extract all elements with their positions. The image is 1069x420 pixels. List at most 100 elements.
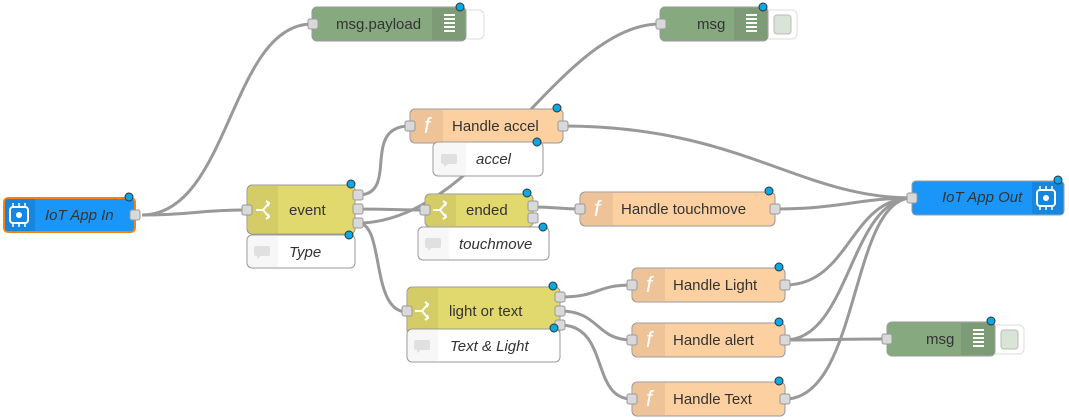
function-icon: f [646,272,655,297]
iot-app-out-node[interactable]: IoT App Out [906,175,1065,216]
changed-indicator [774,262,784,272]
wire-iotin-payload[interactable] [141,22,313,217]
input-port[interactable] [574,203,586,215]
output-port-2[interactable] [554,305,566,317]
function-icon: f [646,386,655,411]
debug-node-msg-top[interactable]: msg [655,2,798,42]
iot-in-label: IoT App In [45,207,114,224]
changed-indicator [522,188,532,198]
debug-node-label: msg.payload [336,16,421,33]
comment-icon [425,238,441,251]
input-port[interactable] [626,393,638,405]
comment-node-touchmove[interactable]: touchmove [417,222,550,261]
changed-indicator [532,137,542,147]
wire-alert-msg[interactable] [784,337,888,342]
output-port-2[interactable] [527,212,539,224]
switch-icon [415,301,430,321]
function-node-light[interactable]: f Handle Light [626,262,791,303]
output-port[interactable] [779,279,791,291]
output-port[interactable] [557,120,569,132]
input-port[interactable] [241,204,253,216]
changed-indicator [455,2,465,12]
output-port-1[interactable] [527,200,539,212]
wire-accel-out[interactable] [562,124,913,200]
wire-light-hl[interactable] [559,283,633,299]
input-port[interactable] [307,18,319,30]
input-port[interactable] [401,305,413,317]
chip-icon [1036,186,1056,210]
switch-node-label: ended [466,202,508,219]
debug-toggle-button[interactable] [1000,329,1019,350]
wire-text-text[interactable] [559,323,633,401]
input-port[interactable] [906,192,918,204]
comment-node-accel[interactable]: accel [432,137,544,177]
comment-label: Text & Light [450,338,529,355]
changed-indicator [344,230,354,240]
changed-indicator [346,179,356,189]
switch-node-ended[interactable]: ended [419,188,539,228]
output-port[interactable] [779,334,791,346]
output-port[interactable] [129,209,141,221]
function-node-text[interactable]: f Handle Text [626,376,791,417]
comment-label: Type [289,244,321,261]
function-node-accel[interactable]: f Handle accel [404,103,569,144]
function-icon: f [594,196,603,221]
switch-node-event[interactable]: event [241,179,364,235]
changed-indicator [552,103,562,113]
changed-indicator [548,281,558,291]
wire-light-alert[interactable] [559,309,633,342]
wire-touchmove-out[interactable] [774,196,913,211]
changed-indicator [124,192,134,202]
wire-hl-out[interactable] [784,196,913,287]
comment-label: accel [476,151,512,168]
comment-icon [414,340,430,353]
wire-text-out[interactable] [784,196,913,401]
output-port-1[interactable] [352,189,364,201]
switch-icon [433,200,448,220]
wire-alert-out[interactable] [784,196,913,342]
debug-node-payload[interactable]: msg.payload [307,2,485,42]
wire-ended-touchmove[interactable] [532,205,581,211]
wire-iotin-event[interactable] [141,208,248,217]
function-icon: f [646,327,655,352]
function-node-label: Handle alert [673,332,755,349]
wires [141,22,913,401]
changed-indicator [774,317,784,327]
debug-node-label: msg [697,16,725,33]
input-port[interactable] [881,333,893,345]
output-port-3[interactable] [352,217,364,229]
iot-app-in-node[interactable]: IoT App In [3,192,141,233]
comment-icon [441,154,457,167]
comment-node-type[interactable]: Type [246,230,356,269]
list-icon [973,329,984,347]
input-port[interactable] [419,204,431,216]
output-port-1[interactable] [554,291,566,303]
input-port[interactable] [626,334,638,346]
output-port-2[interactable] [352,203,364,215]
output-port[interactable] [779,393,791,405]
chip-icon [9,203,29,227]
changed-indicator [538,222,548,232]
debug-node-msg-bottom[interactable]: msg [881,316,1025,357]
iot-out-label: IoT App Out [942,189,1023,206]
switch-icon [256,200,271,220]
function-node-alert[interactable]: f Handle alert [626,317,791,358]
switch-node-light-or-text[interactable]: light or text [401,281,566,336]
function-node-label: Handle touchmove [621,201,746,218]
debug-node-label: msg [926,331,954,348]
changed-indicator [986,316,996,326]
input-port[interactable] [626,279,638,291]
debug-toggle-button[interactable] [773,14,792,35]
wire-event-lighttext[interactable] [357,221,408,314]
input-port[interactable] [404,120,416,132]
changed-indicator [758,2,768,12]
output-port[interactable] [769,203,781,215]
input-port[interactable] [655,18,667,30]
comment-node-text-light[interactable]: Text & Light [406,323,561,363]
list-icon [746,14,757,32]
changed-indicator [764,186,774,196]
wire-event-accel[interactable] [357,124,411,197]
function-node-touchmove[interactable]: f Handle touchmove [574,186,781,227]
wire-event-ended[interactable] [357,207,426,212]
